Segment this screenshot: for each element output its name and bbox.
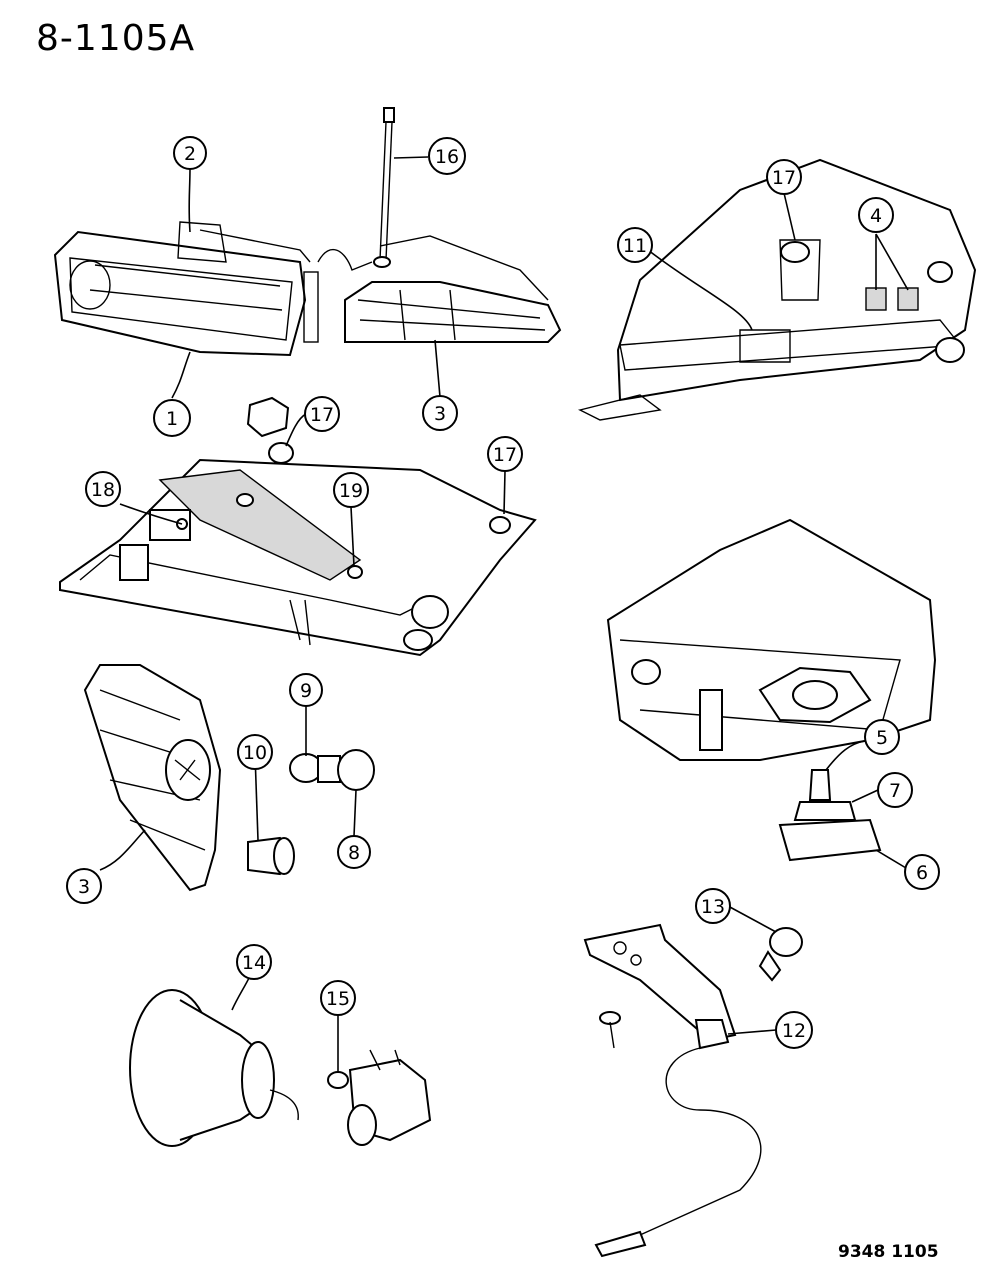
diagram-title: 8-1105A [36, 18, 196, 59]
callout-label: 13 [701, 896, 725, 918]
bolt-16 [373, 107, 395, 268]
callout-7: 7 [877, 772, 913, 808]
callout-label: 1 [166, 408, 178, 430]
parking-lamp-rear [83, 664, 222, 892]
fascia-area [577, 158, 977, 421]
bulb-9-socket-8 [289, 749, 375, 791]
nut-17 [246, 396, 294, 464]
callout-14: 14 [236, 944, 272, 980]
callout-9: 9 [289, 673, 323, 707]
callout-1: 1 [153, 399, 191, 437]
bulb-13 [758, 927, 803, 982]
callout-label: 5 [876, 727, 888, 749]
callout-label: 2 [184, 143, 196, 165]
callout-label: 7 [889, 780, 901, 802]
parking-lamp [317, 235, 562, 343]
callout-label: 14 [242, 952, 266, 974]
callout-label: 11 [623, 235, 647, 257]
callout-17-a: 17 [304, 396, 340, 432]
callout-17-b: 17 [766, 159, 802, 195]
callout-label: 17 [772, 167, 796, 189]
headlamp-assembly [53, 221, 319, 357]
callout-label: 4 [870, 205, 882, 227]
callout-6: 6 [904, 854, 940, 890]
callout-12: 12 [775, 1011, 813, 1049]
callout-label: 19 [339, 480, 363, 502]
fog-lamp [129, 989, 299, 1147]
callout-17-c: 17 [487, 436, 523, 472]
callout-16: 16 [428, 137, 466, 175]
fog-bulb-15-socket [327, 1049, 432, 1146]
callout-5: 5 [864, 719, 900, 755]
bulb-5-retainer-7-socket-6 [778, 769, 882, 862]
callout-label: 15 [326, 988, 350, 1010]
callout-label: 10 [243, 742, 267, 764]
screw [599, 1011, 621, 1049]
callout-10: 10 [237, 734, 273, 770]
callout-label: 17 [310, 404, 334, 426]
callout-label: 3 [434, 403, 446, 425]
callout-13: 13 [695, 888, 731, 924]
callout-label: 6 [916, 862, 928, 884]
callout-label: 18 [91, 479, 115, 501]
callout-label: 9 [300, 680, 312, 702]
callout-label: 17 [493, 444, 517, 466]
bracket-12 [583, 923, 762, 1258]
callout-label: 16 [435, 146, 459, 168]
callout-label: 3 [78, 876, 90, 898]
callout-label: 8 [348, 842, 360, 864]
callout-3-bottom: 3 [66, 868, 102, 904]
socket-10 [247, 836, 295, 876]
mounting-area [59, 458, 537, 657]
callout-8: 8 [337, 835, 371, 869]
callout-19: 19 [333, 472, 369, 508]
callout-2: 2 [173, 136, 207, 170]
callout-15: 15 [320, 980, 356, 1016]
headlamp-underside [606, 518, 937, 761]
callout-3-top: 3 [422, 395, 458, 431]
callout-18: 18 [85, 471, 121, 507]
callout-11: 11 [617, 227, 653, 263]
callout-4: 4 [858, 197, 894, 233]
callout-label: 12 [782, 1020, 806, 1042]
figure-code: 9348 1105 [838, 1242, 939, 1262]
